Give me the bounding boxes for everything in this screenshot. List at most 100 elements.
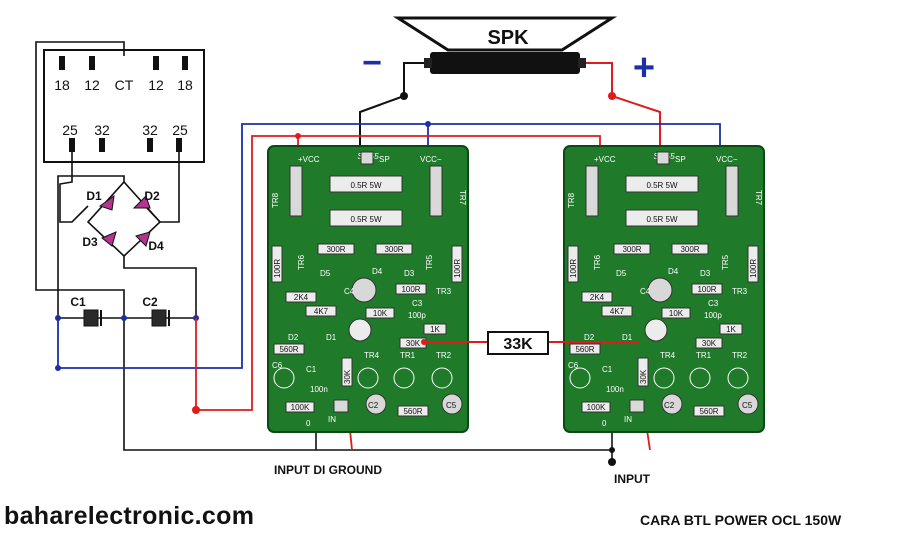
svg-text:C5: C5: [742, 401, 753, 410]
svg-text:C3: C3: [708, 299, 719, 308]
svg-text:2K4: 2K4: [590, 293, 605, 302]
ct-ground-wire: [35, 41, 612, 451]
svg-text:10K: 10K: [373, 309, 388, 318]
tap-ct: CT: [115, 77, 134, 93]
svg-text:100p: 100p: [704, 311, 722, 320]
svg-text:D3: D3: [700, 269, 711, 278]
svg-text:IN: IN: [624, 415, 632, 424]
pcb-right: S-055 SP +VCC VCC− TR8 TR7 0.5R 5W 0.5R …: [563, 145, 765, 433]
svg-text:C6: C6: [568, 361, 579, 370]
svg-text:TR1: TR1: [696, 351, 712, 360]
svg-text:TR6: TR6: [297, 254, 306, 270]
tap-12-left: 12: [84, 77, 100, 93]
svg-text:D5: D5: [320, 269, 331, 278]
bridge-d3: D3: [82, 235, 98, 249]
svg-text:4K7: 4K7: [610, 307, 625, 316]
svg-text:C1: C1: [306, 365, 317, 374]
svg-text:0.5R 5W: 0.5R 5W: [646, 181, 678, 190]
speaker-minus-sign: −: [362, 44, 382, 82]
tap-25-right: 25: [172, 122, 188, 138]
svg-text:300R: 300R: [326, 245, 345, 254]
input-label: INPUT: [614, 472, 651, 486]
filter-capacitors: C1 C2: [55, 295, 199, 327]
diagram-caption: CARA BTL POWER OCL 150W: [640, 512, 842, 528]
svg-text:TR5: TR5: [425, 254, 434, 270]
transformer: 18 12 CT 12 18 25 32 32 25: [43, 49, 205, 163]
svg-text:100n: 100n: [606, 385, 624, 394]
svg-text:300R: 300R: [622, 245, 641, 254]
bridge-d4: D4: [148, 239, 164, 253]
svg-text:100p: 100p: [408, 311, 426, 320]
svg-text:C4: C4: [344, 287, 355, 296]
svg-text:TR4: TR4: [660, 351, 676, 360]
svg-text:2K4: 2K4: [294, 293, 309, 302]
bridge-d2: D2: [144, 189, 160, 203]
svg-text:TR3: TR3: [436, 287, 452, 296]
speaker-plus-sign: +: [633, 47, 655, 89]
svg-text:TR3: TR3: [732, 287, 748, 296]
svg-text:D3: D3: [404, 269, 415, 278]
negative-supply-rail: [57, 123, 721, 369]
svg-text:D4: D4: [668, 267, 679, 276]
tap-18-right: 18: [177, 77, 193, 93]
svg-text:C5: C5: [446, 401, 457, 410]
tap-32-right: 32: [142, 122, 158, 138]
speaker-label: SPK: [487, 27, 529, 49]
svg-text:C3: C3: [412, 299, 423, 308]
svg-text:30K: 30K: [343, 369, 352, 384]
svg-text:0: 0: [306, 419, 311, 428]
svg-text:0.5R 5W: 0.5R 5W: [350, 215, 382, 224]
tap-25-left: 25: [62, 122, 78, 138]
svg-text:+VCC: +VCC: [298, 155, 320, 164]
svg-text:IN: IN: [328, 415, 336, 424]
website-watermark: baharelectronic.com: [4, 502, 255, 530]
svg-text:0: 0: [602, 419, 607, 428]
svg-text:D1: D1: [622, 333, 633, 342]
svg-text:D2: D2: [288, 333, 299, 342]
pcb-left: S-055 SP +VCC VCC− TR8 TR7 0.5R 5W 0.5R …: [267, 145, 469, 433]
svg-text:100K: 100K: [587, 403, 606, 412]
svg-text:SP: SP: [675, 155, 686, 164]
speaker: SPK − +: [362, 16, 655, 89]
svg-text:D2: D2: [584, 333, 595, 342]
svg-text:TR5: TR5: [721, 254, 730, 270]
svg-text:D4: D4: [372, 267, 383, 276]
svg-text:TR8: TR8: [271, 192, 280, 208]
svg-text:300R: 300R: [680, 245, 699, 254]
tap-18-left: 18: [54, 77, 70, 93]
bridge-plus-out: [57, 175, 125, 318]
resistor-33k: 33K: [487, 331, 549, 355]
svg-text:C2: C2: [368, 401, 379, 410]
svg-text:4K7: 4K7: [314, 307, 329, 316]
svg-text:100n: 100n: [310, 385, 328, 394]
svg-text:1K: 1K: [430, 325, 440, 334]
svg-text:30K: 30K: [702, 339, 717, 348]
svg-text:C2: C2: [664, 401, 675, 410]
bridge-minus-out: [123, 256, 197, 318]
input-ground-label: INPUT DI GROUND: [274, 463, 382, 477]
svg-text:TR7: TR7: [754, 190, 763, 206]
svg-text:TR4: TR4: [364, 351, 380, 360]
svg-text:TR2: TR2: [732, 351, 748, 360]
tap-32-left: 32: [94, 122, 110, 138]
svg-text:1K: 1K: [726, 325, 736, 334]
svg-text:C1: C1: [602, 365, 613, 374]
svg-text:100R: 100R: [401, 285, 420, 294]
svg-text:560R: 560R: [699, 407, 718, 416]
svg-text:SP: SP: [379, 155, 390, 164]
svg-text:TR8: TR8: [567, 192, 576, 208]
svg-text:100R: 100R: [453, 259, 462, 278]
diode-bridge: D1 D2 D3 D4: [82, 180, 164, 258]
cap-c2-label: C2: [142, 295, 158, 309]
svg-text:560R: 560R: [403, 407, 422, 416]
svg-text:560R: 560R: [279, 345, 298, 354]
bridge-d1: D1: [86, 189, 102, 203]
svg-text:TR6: TR6: [593, 254, 602, 270]
svg-text:D1: D1: [326, 333, 337, 342]
svg-text:100R: 100R: [697, 285, 716, 294]
svg-text:100R: 100R: [569, 259, 578, 278]
svg-text:30K: 30K: [639, 369, 648, 384]
svg-text:+VCC: +VCC: [594, 155, 616, 164]
tap-12-right: 12: [148, 77, 164, 93]
